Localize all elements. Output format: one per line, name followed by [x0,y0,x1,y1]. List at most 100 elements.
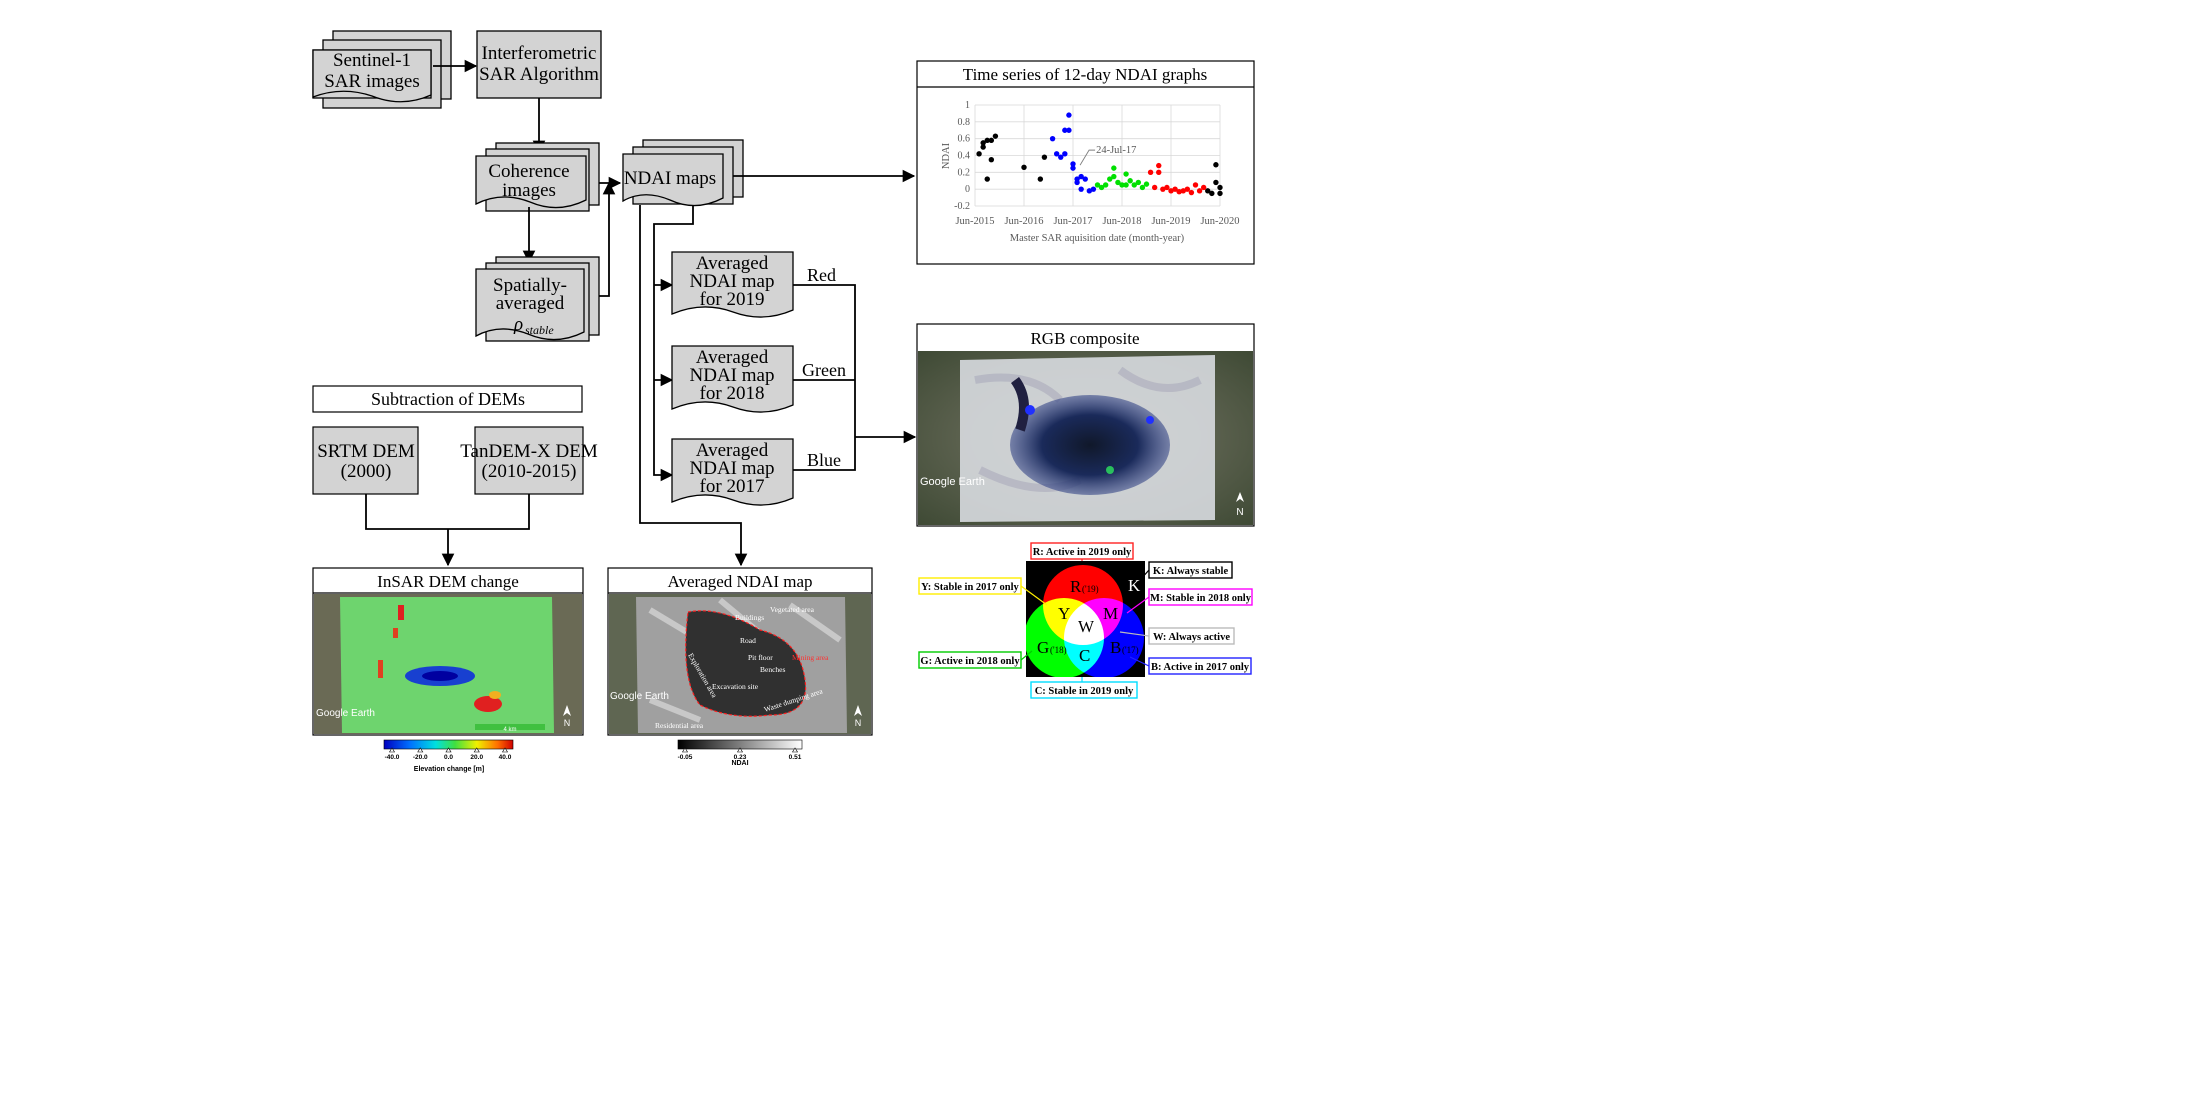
avg2019-label-1: Averaged [696,253,769,274]
spatial-avg-box: Spatially- averaged ρ stable [475,256,600,342]
venn-connector [1119,631,1150,637]
chart-point [1156,162,1162,169]
colorbar-tick-mark [388,747,396,753]
label-blue: Blue [807,450,841,470]
colorbar-tick-label: -20.0 [413,754,428,761]
avg2018-box: Averaged NDAI map for 2018 [671,345,794,413]
arrow-ndai-avgmap [639,205,748,567]
venn-label-c: C: Stable in 2019 only [1035,686,1134,697]
chart-xtick-label: Jun-2017 [1053,216,1092,227]
venn-label-b: B: Active in 2017 only [1151,662,1250,673]
label-red: Red [807,265,836,285]
ndai-annotation-label: Buildings [735,613,764,622]
channel-bracket [793,284,856,471]
chart-point [1200,184,1207,191]
avg2018-label-3: for 2018 [700,383,765,404]
chart-point [1111,165,1117,171]
ndai-annotation-label: Road [740,636,756,645]
dem-title: Subtraction of DEMs [371,389,525,409]
chart-point [1147,169,1154,176]
chart-point [1168,188,1174,194]
venn-connector [1126,596,1150,614]
venn-connector [1129,656,1150,667]
chart-point [1156,169,1162,176]
tandem-label-1: TanDEM-X DEM [460,441,598,462]
venn-label-box-w [1148,627,1235,645]
sentinel-label-2: SAR images [324,71,420,92]
avgndai-north-icon [854,705,862,716]
venn-letter-k: K [1128,576,1141,595]
chart-point [984,176,990,182]
chart-point [1164,184,1170,191]
venn-connector [1139,569,1150,581]
avg2017-box: Averaged NDAI map for 2017 [671,438,794,506]
rgb-north-icon [1236,492,1244,502]
venn-label-w: W: Always active [1153,632,1230,643]
chart-point [1172,186,1178,192]
colorbar-tick-label: 0.51 [789,754,802,761]
chart-annotation: 24-Jul-17 [1096,145,1136,156]
venn-label-g: G: Active in 2018 only [920,656,1020,667]
venn-letter-b: B [1110,638,1121,657]
chart-point [1196,188,1203,194]
venn-sub-g: ('18) [1050,645,1067,655]
avgndai-title: Averaged NDAI map [667,572,812,591]
chart-point [1123,171,1129,177]
srtm-label-2: (2000) [341,461,392,482]
chart-annotation-leader [1079,149,1096,166]
venn-letter-m: M [1103,604,1118,623]
chart-ytick-label: 1 [965,100,970,111]
venn-letter-r: R [1070,577,1082,596]
timeseries-title: Time series of 12-day NDAI graphs [963,65,1207,84]
chart-point [1021,164,1027,170]
insar-algorithm-box: Interferometric SAR Algorithm [476,30,602,99]
chart-ylabel: NDAI [941,142,952,169]
colorbar-tick-label: 40.0 [499,754,512,761]
chart-point [1135,179,1142,186]
chart-point [1107,176,1113,182]
rgb-google-earth: Google Earth [920,476,985,488]
chart-point [1139,184,1146,191]
chart-point [1180,188,1186,194]
avg2019-label-2: NDAI map [690,271,775,292]
venn-sub-r: ('19) [1082,584,1099,594]
venn-connector [1020,585,1048,606]
colorbar-tick-mark [791,747,799,753]
ndai-maps-label: NDAI maps [624,168,716,189]
chart-xtick-label: Jun-2020 [1200,216,1239,227]
chart-point [988,157,995,163]
arrow-ndai-avg2017 [653,205,694,482]
chart-point [1041,154,1048,160]
chart-ytick-label: -0.2 [954,201,970,212]
chart-point [1143,181,1150,187]
chart-point [1058,154,1064,160]
chart-point [1192,182,1199,188]
insar-scale-bar [475,724,545,730]
venn-sub-b: ('17) [1122,645,1139,655]
insar-north-icon [563,705,571,716]
ndai-annotation-label: Excavation site [712,682,759,691]
chart-point [1115,179,1121,186]
venn-letter-g: G [1037,638,1049,657]
venn-legend [1024,561,1145,678]
venn-label-box-y [918,577,1022,595]
chart-point [1037,176,1044,182]
chart-point [1049,135,1056,142]
chart-point [1119,182,1125,188]
venn-label-box-c [1030,681,1138,699]
insar-dem-panel: InSAR DEM change Google Earth 4 km N -40… [312,567,584,773]
chart-ytick-label: 0.2 [958,167,971,178]
venn-letter-w: W [1078,617,1095,636]
chart-point [992,133,999,139]
insar-algo-label-1: Interferometric [482,43,597,64]
venn-label-m: M: Stable in 2018 only [1150,593,1252,604]
chart-point [1062,127,1068,133]
ndai-annotation-label: Residential area [655,721,704,730]
chart-xtick-label: Jun-2015 [955,216,994,227]
chart-xlabel: Master SAR aquisition date (month-year) [1010,233,1185,244]
chart-point [980,140,986,146]
tandem-label-2: (2010-2015) [482,461,577,482]
tandem-box: TanDEM-X DEM (2010-2015) [460,426,598,495]
